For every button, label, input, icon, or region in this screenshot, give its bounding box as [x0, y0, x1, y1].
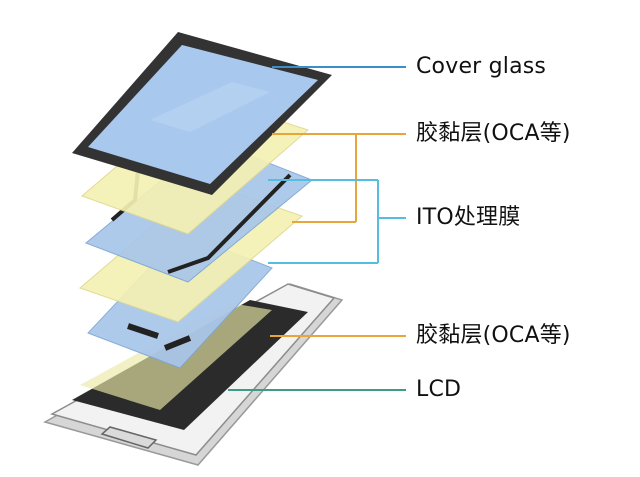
home-button — [100, 426, 158, 449]
oca-bottom-label: 胶黏层(OCA等) — [416, 323, 571, 348]
ito-film-label: ITO处理膜 — [416, 205, 521, 230]
cover-glass-label: Cover glass — [416, 54, 547, 79]
electrode-trace — [163, 335, 192, 351]
oca-top-label: 胶黏层(OCA等) — [416, 121, 571, 146]
electrode-trace — [127, 323, 159, 339]
electrode-trace — [167, 173, 292, 274]
lcd-label: LCD — [416, 377, 462, 402]
leader-lines — [228, 66, 406, 391]
cover-glass-layer — [72, 32, 332, 195]
